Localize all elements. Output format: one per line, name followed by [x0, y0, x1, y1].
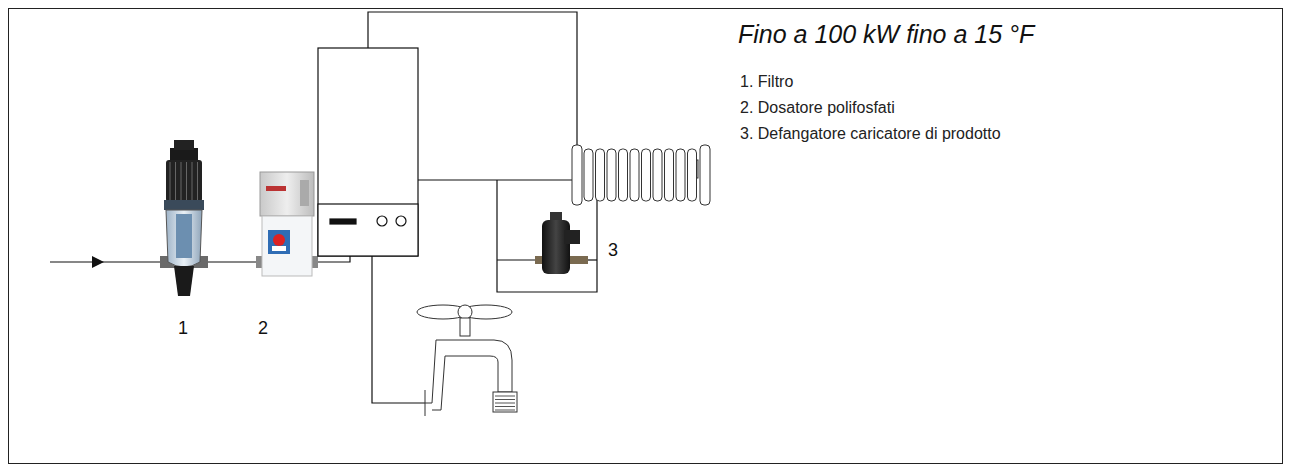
radiator-column [607, 149, 616, 201]
tap-symbol [417, 305, 517, 416]
radiator-column [584, 149, 593, 201]
thread [495, 403, 515, 404]
ridge [181, 162, 182, 200]
legend-item: 1. Filtro [740, 73, 793, 91]
thread [495, 406, 515, 407]
diagram-title: Fino a 100 kW fino a 15 °F [738, 20, 1034, 49]
radiator-column [676, 149, 685, 201]
ridge [192, 162, 193, 200]
radiator-column [688, 149, 697, 201]
radiator-symbol [572, 145, 710, 205]
frame [9, 9, 1283, 464]
flow-arrow [92, 256, 104, 268]
callout-number: 2 [258, 318, 268, 339]
thread [495, 399, 515, 400]
boiler-symbol [318, 48, 418, 256]
radiator-column [665, 149, 674, 201]
radiator-column [653, 149, 662, 201]
callout-number: 1 [178, 318, 188, 339]
legend-item: 2. Dosatore polifosfati [740, 99, 895, 117]
radiator-column [642, 149, 651, 201]
radiator-column [596, 149, 605, 201]
ridge [170, 162, 171, 200]
ridge [186, 162, 187, 200]
radiator-column [630, 149, 639, 201]
dosing-unit-symbol [256, 172, 318, 276]
thread [495, 396, 515, 397]
ridge [175, 162, 176, 200]
radiator-column [619, 149, 628, 201]
filter-symbol [160, 140, 208, 296]
legend-item: 3. Defangatore caricatore di prodotto [740, 125, 1001, 143]
dirt-separator-symbol [535, 212, 588, 274]
pipes [50, 12, 597, 403]
callout-number: 3 [608, 240, 618, 261]
ridge [197, 162, 198, 200]
thread [495, 410, 515, 411]
